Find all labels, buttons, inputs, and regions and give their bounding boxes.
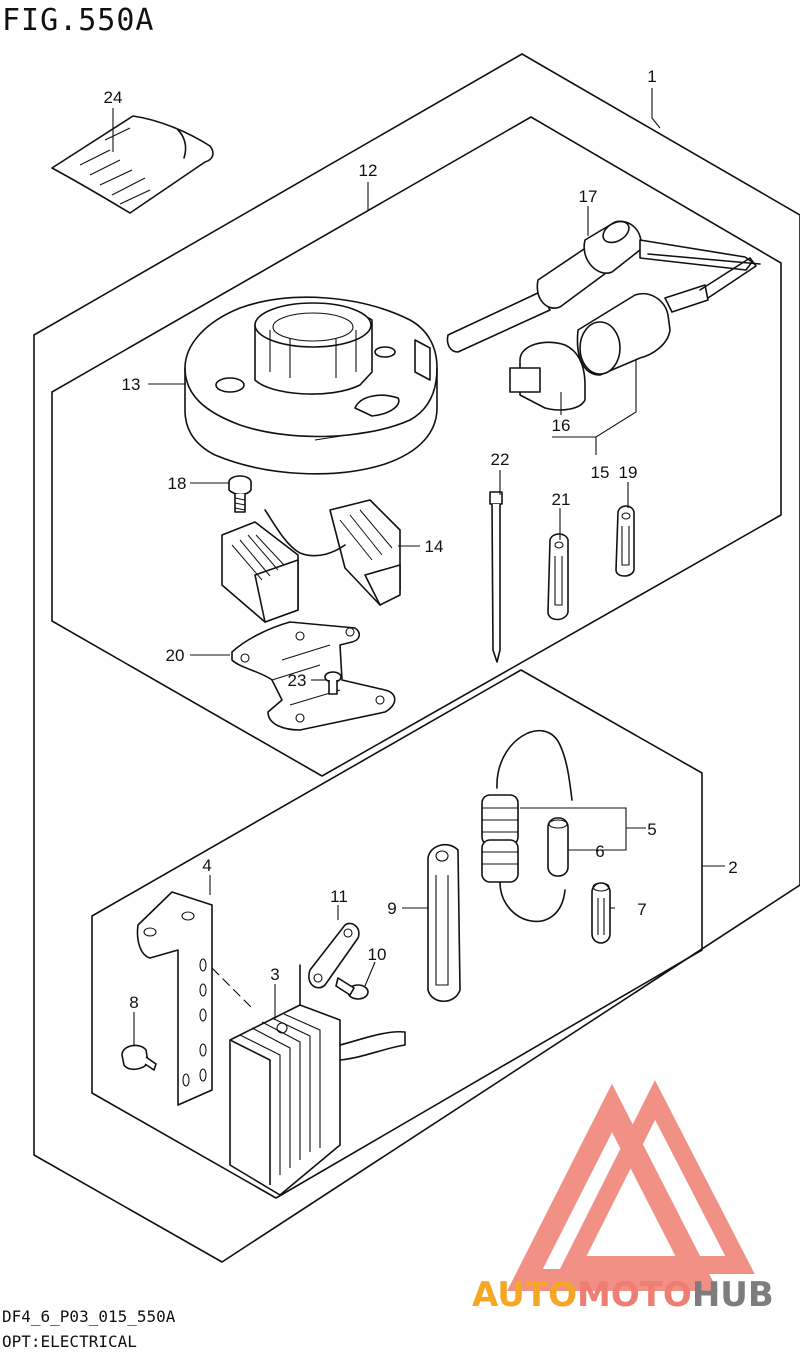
part-24-pouch-icon (51, 115, 214, 214)
part-8-cap-icon (121, 1044, 157, 1071)
brand-hub: HUB (692, 1275, 774, 1315)
callout-12: 12 (359, 161, 378, 180)
part-5-fuse-holder-icon (481, 730, 573, 923)
callout-18: 18 (168, 474, 187, 493)
callout-23: 23 (288, 671, 307, 690)
part-19-clamp-icon (615, 505, 635, 577)
part-23-screw-icon (324, 671, 342, 695)
leader-lines (112, 88, 725, 1046)
part-16-socket-icon (509, 341, 586, 411)
callout-5: 5 (647, 820, 656, 839)
kit-2-outline (91, 669, 703, 1199)
part-4-bracket-icon (136, 891, 213, 1106)
callout-21: 21 (552, 490, 571, 509)
logo-triangle-inner-icon (557, 1080, 755, 1274)
callout-15: 15 (591, 463, 610, 482)
part-11-clip-icon (308, 922, 360, 989)
kit-12-outline (51, 116, 782, 777)
callout-9: 9 (387, 899, 396, 918)
callout-20: 20 (166, 646, 185, 665)
part-15-plug-icon (576, 257, 757, 376)
figure-title: FIG.550A (2, 3, 155, 38)
watermark-logo (507, 1080, 755, 1291)
figure-subtitle: OPT:ELECTRICAL (2, 1332, 137, 1351)
callout-24: 24 (104, 88, 123, 107)
callout-10: 10 (368, 945, 387, 964)
watermark-brand: AUTOMOTOHUB (472, 1275, 774, 1315)
callout-4: 4 (202, 856, 211, 875)
callout-7: 7 (637, 900, 646, 919)
callout-6: 6 (595, 842, 604, 861)
callout-14: 14 (425, 537, 444, 556)
part-10-bolt-icon (335, 977, 369, 1000)
part-13-stator-plate-icon (184, 296, 438, 475)
callout-13: 13 (122, 375, 141, 394)
callout-8: 8 (129, 993, 138, 1012)
alignment-dash (211, 967, 253, 1009)
part-22-cable-tie-icon (489, 491, 503, 663)
callout-3: 3 (270, 965, 279, 984)
svg-text:AUTOMOTOHUB: AUTOMOTOHUB (472, 1275, 774, 1315)
brand-moto: MOTO (577, 1275, 692, 1315)
callout-11: 11 (330, 887, 348, 906)
part-6-fuse-icon (547, 817, 569, 877)
part-7-sleeve-icon (591, 882, 611, 944)
part-21-clamp-icon (547, 533, 569, 621)
brand-auto: AUTO (472, 1275, 577, 1315)
callout-22: 22 (491, 450, 510, 469)
part-9-clamp-icon (427, 843, 461, 1003)
part-14-brush-assembly-icon (221, 499, 401, 623)
part-20-bracket-icon (231, 621, 396, 731)
callout-2: 2 (728, 858, 737, 877)
part-3-rectifier-icon (229, 964, 406, 1196)
callout-1: 1 (647, 67, 656, 86)
part-18-bolt-icon (228, 475, 252, 513)
callout-19: 19 (619, 463, 638, 482)
outer-kit-outline (33, 53, 800, 1263)
part-17-connector-icon (446, 220, 761, 353)
callout-16: 16 (552, 416, 571, 435)
callout-17: 17 (579, 187, 598, 206)
callouts: 1 2 3 4 5 6 7 8 9 10 11 12 13 14 15 16 1… (104, 67, 738, 1012)
logo-triangle-outer-icon (507, 1083, 718, 1291)
drawing-code: DF4_6_P03_015_550A (2, 1307, 176, 1326)
